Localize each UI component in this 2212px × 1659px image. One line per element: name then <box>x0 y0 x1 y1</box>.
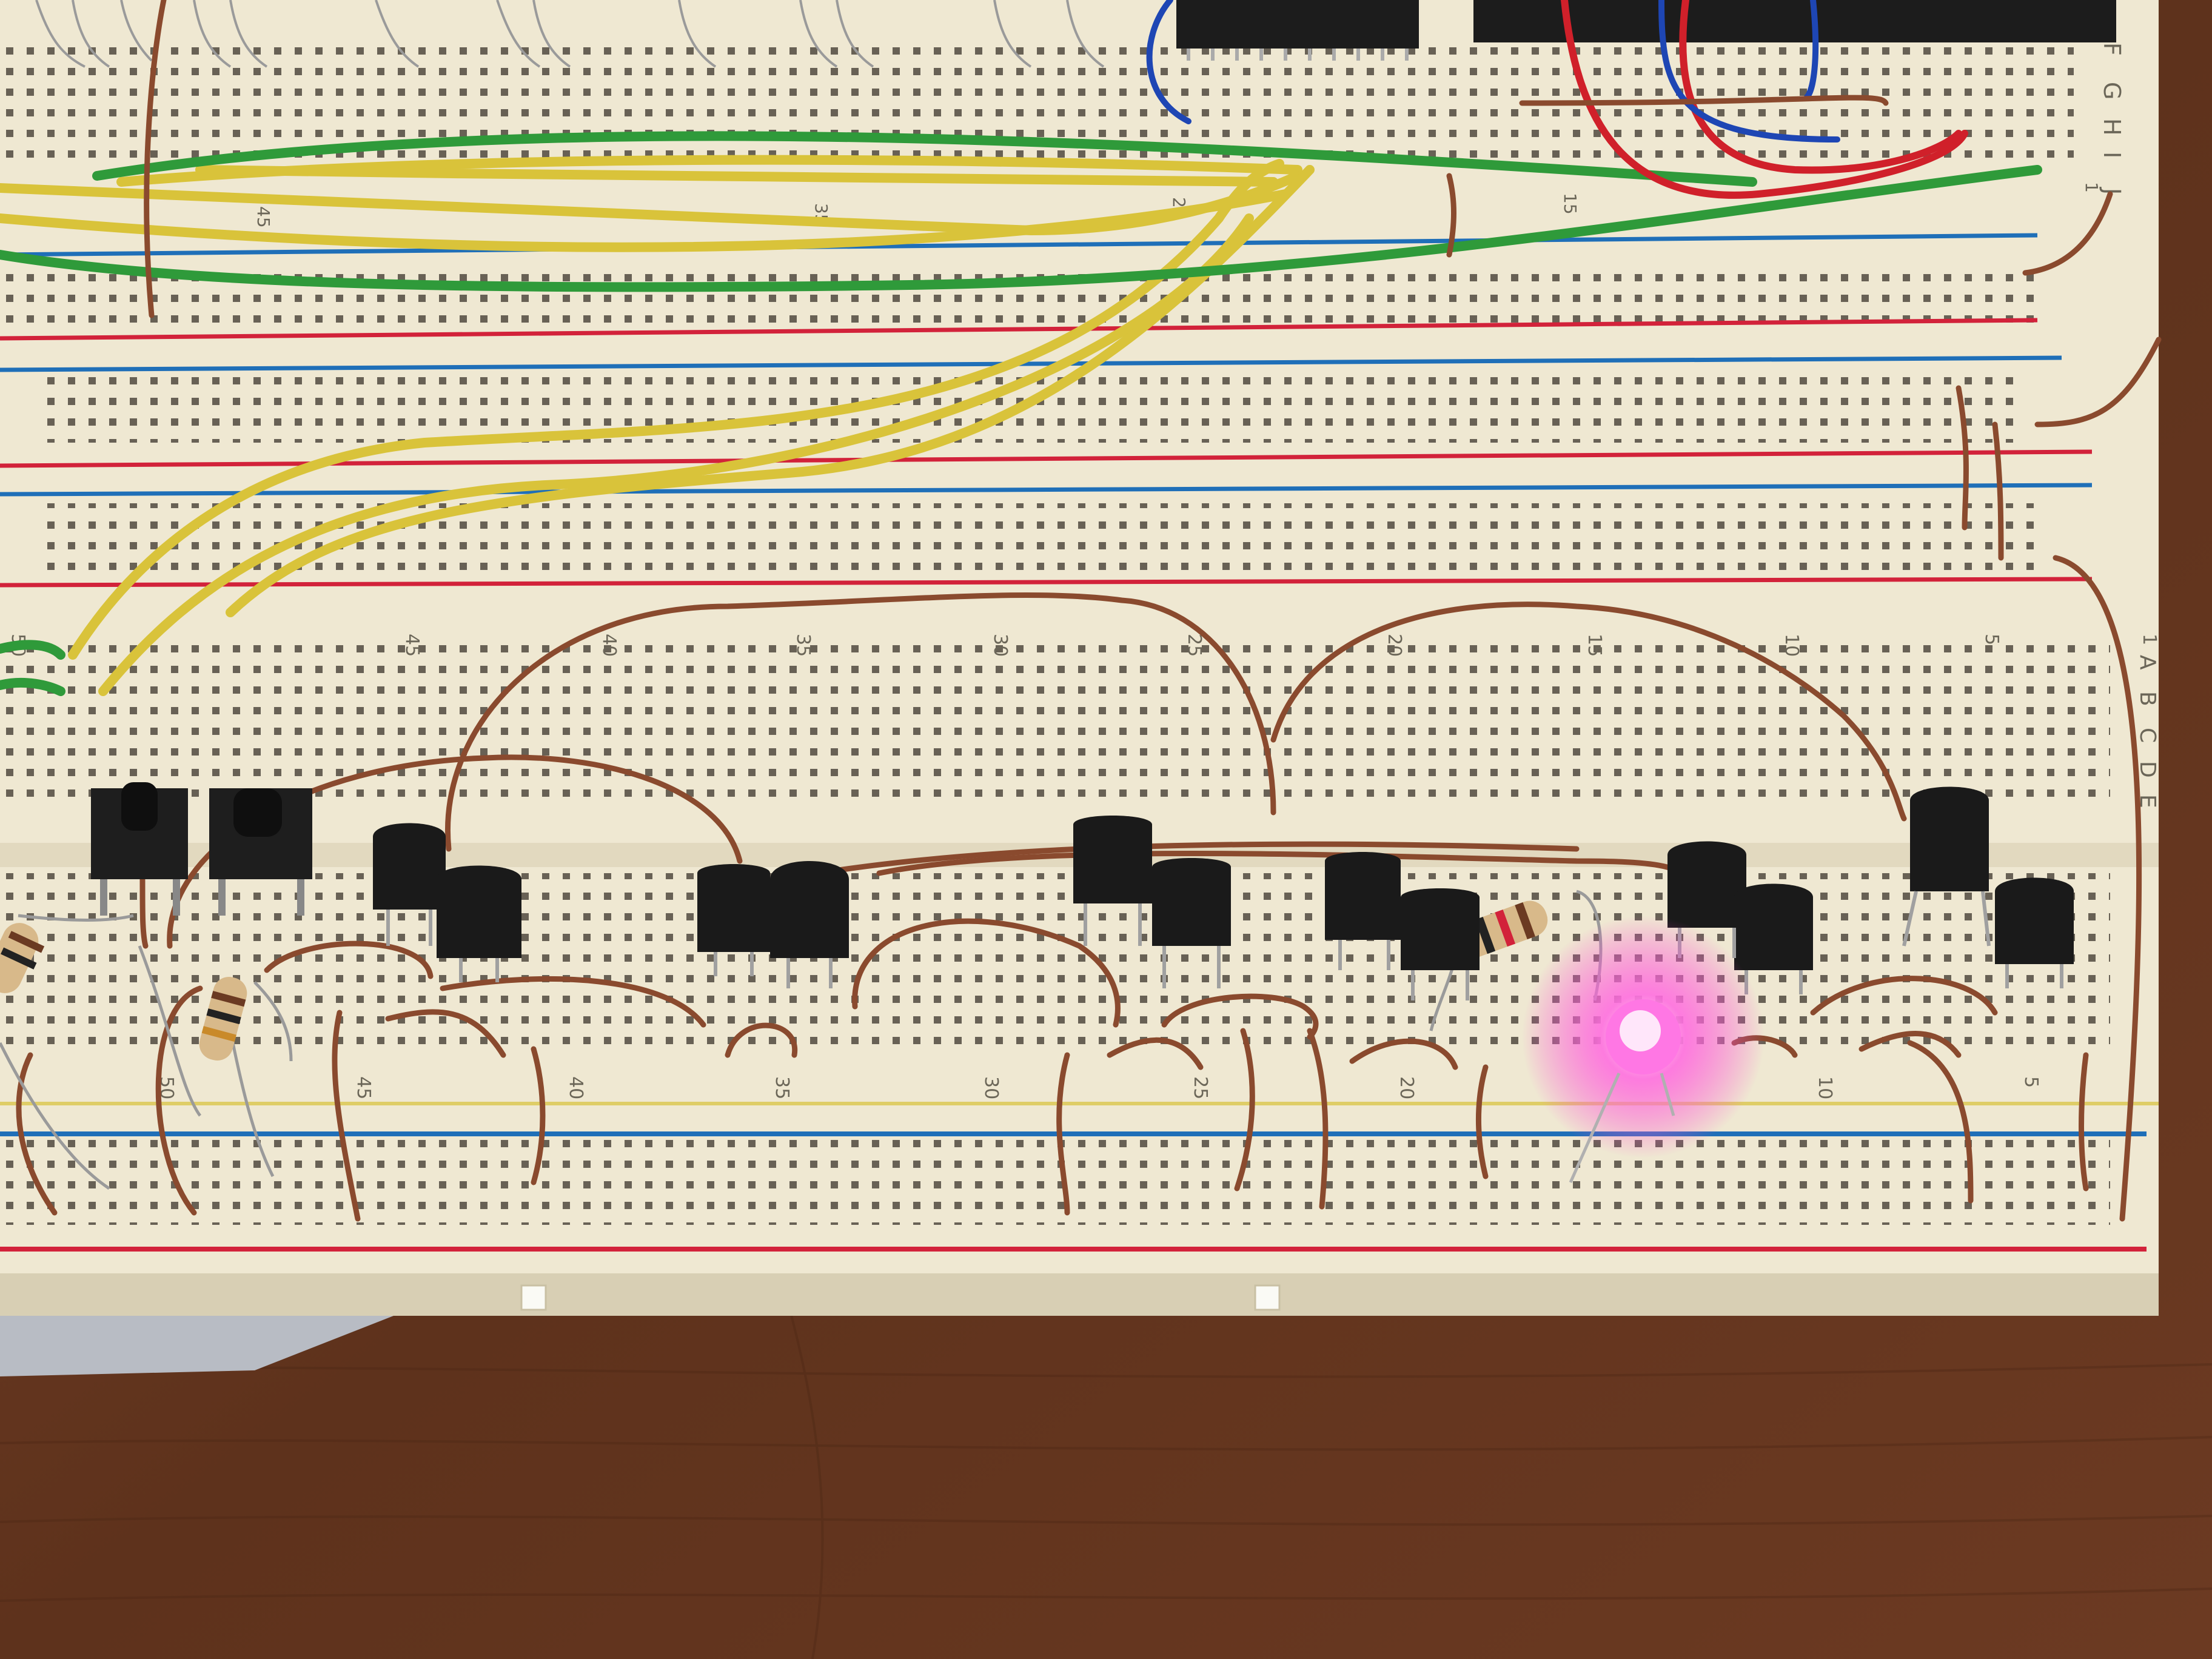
column-number: 10 <box>1814 1076 1835 1099</box>
column-number: 10 <box>1781 634 1802 657</box>
column-number: 20 <box>1396 1076 1417 1099</box>
column-number: 20 <box>1384 634 1405 657</box>
column-number: 1 <box>2082 182 2102 193</box>
column-number: 15 <box>1560 193 1580 215</box>
rail-3-holes <box>36 503 2037 576</box>
transistors <box>373 786 2074 970</box>
row-letter: E <box>2135 794 2160 808</box>
ic-pins <box>1187 49 1409 61</box>
rail-red-top <box>0 318 2038 341</box>
column-number: 45 <box>353 1076 374 1099</box>
column-number: 25 <box>1190 1076 1211 1099</box>
row-letter: H <box>2099 118 2125 136</box>
transistor <box>1734 883 1813 970</box>
row-letter: G <box>2099 82 2125 99</box>
row-letter: J <box>2099 187 2125 195</box>
row-letter: D <box>2135 761 2160 778</box>
breadboard-edge <box>0 1273 2159 1316</box>
rail-red-3 <box>0 577 2093 588</box>
led <box>1522 916 1765 1184</box>
foil-sheet <box>0 1304 424 1376</box>
column-number: 25 <box>1184 634 1205 657</box>
led-core <box>1620 1010 1661 1051</box>
column-number: 30 <box>980 1076 1002 1099</box>
top-row-letters: F G H I J <box>2099 42 2125 195</box>
rail-blue-2 <box>0 355 2062 372</box>
row-letter: I <box>2099 152 2125 158</box>
top-rail-holes <box>0 261 2037 327</box>
column-number: 1 <box>2139 634 2160 645</box>
column-number: 30 <box>990 634 1011 657</box>
transistor <box>1995 877 2074 964</box>
component-leads-top <box>35 0 1105 68</box>
resistor <box>0 923 45 993</box>
transistor <box>1667 841 1746 928</box>
led-leg <box>1569 1072 1621 1184</box>
transistor <box>1152 858 1231 946</box>
transistor <box>1910 786 1989 891</box>
row-letter: C <box>2135 728 2160 743</box>
column-number: 40 <box>565 1076 586 1099</box>
column-number: 5 <box>1981 634 2002 645</box>
column-number: 45 <box>253 206 273 228</box>
transistor <box>373 823 446 910</box>
yellow-wires <box>0 155 1315 696</box>
terminal-holes-upper <box>0 643 2110 806</box>
row-letter: F <box>2099 42 2125 56</box>
column-number: 5 <box>2020 1076 2042 1088</box>
row-letter: B <box>2135 691 2160 706</box>
lower-column-numbers: 5 10 20 25 30 35 40 45 50 <box>156 1076 2042 1099</box>
column-number: 15 <box>1584 634 1605 657</box>
transistor <box>697 864 770 952</box>
board-clip <box>520 1284 547 1311</box>
transistor <box>770 861 849 958</box>
bottom-rail-holes <box>0 1140 2110 1225</box>
board-clip <box>1254 1284 1281 1311</box>
row-letter: A <box>2135 655 2160 670</box>
rail-blue-top <box>0 233 2038 257</box>
push-button <box>209 788 312 916</box>
column-number: 45 <box>401 634 423 657</box>
green-wires <box>0 131 2042 696</box>
red-wires <box>1561 0 1968 199</box>
resistor-leads <box>0 914 293 1190</box>
ic-chip <box>1473 0 1813 42</box>
transistor <box>1073 816 1152 903</box>
upper-column-numbers: 1 5 10 15 20 25 30 35 40 45 50 <box>7 634 2160 657</box>
column-number: 40 <box>598 634 620 657</box>
transistor <box>437 865 521 958</box>
column-number: 35 <box>771 1076 793 1099</box>
transistor <box>1325 852 1401 940</box>
resistor <box>199 976 247 1061</box>
column-number: 35 <box>793 634 814 657</box>
led-leg <box>1660 1073 1675 1116</box>
ic-chip <box>1813 0 2116 42</box>
push-button <box>91 782 188 916</box>
rail-red-2 <box>0 449 2093 468</box>
bottom-row-letters: A B C D E <box>2135 655 2160 808</box>
rail-blue-3 <box>0 483 2093 497</box>
ic-chip <box>1176 0 1419 49</box>
transistor <box>1401 888 1480 970</box>
